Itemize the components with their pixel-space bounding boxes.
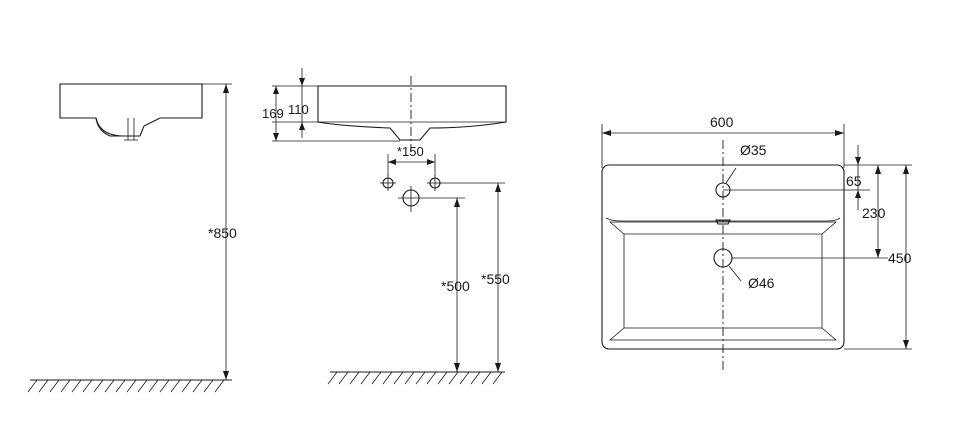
front-basin-outline <box>317 85 507 141</box>
waste-connection <box>398 186 424 212</box>
floor-hatch-line <box>115 379 126 393</box>
floor-hatch-line <box>404 371 415 385</box>
floor-hatch-line <box>170 379 181 393</box>
floor-hatch-line <box>327 371 338 385</box>
floor-hatch-line <box>93 379 104 393</box>
floor-hatch-line <box>393 371 404 385</box>
floor-hatch-line <box>437 371 448 385</box>
tap-hole <box>715 182 870 198</box>
floor-hatch-line <box>214 379 225 393</box>
floor-hatch-line <box>38 379 49 393</box>
side-trap-pipe <box>95 117 140 137</box>
floor-hatch-line <box>71 379 82 393</box>
side-view: *850 <box>27 83 237 393</box>
floor-hatch-line <box>27 379 38 393</box>
floor-hatch-line <box>448 371 459 385</box>
floor-hatch-line <box>415 371 426 385</box>
floor-hatch-line <box>349 371 360 385</box>
floor-hatch-line <box>192 379 203 393</box>
side-height-label: *850 <box>208 225 237 241</box>
floor-hatch-line <box>126 379 137 393</box>
supply-connection-right <box>427 175 443 191</box>
floor-hatch-line <box>492 371 503 385</box>
floor-hatch-line <box>459 371 470 385</box>
floor-hatch-line <box>338 371 349 385</box>
tap-hole-diameter-label: Ø35 <box>740 142 767 158</box>
side-floor <box>27 379 232 393</box>
waste-diameter-label: Ø46 <box>748 275 775 291</box>
plan-depth-label: 450 <box>888 250 912 266</box>
waste-height-label: *500 <box>441 278 470 294</box>
front-overall-height-label: 169 <box>262 106 284 121</box>
front-view: 169 110 *150 <box>262 68 510 385</box>
floor-hatch-line <box>104 379 115 393</box>
floor-hatch-line <box>49 379 60 393</box>
front-rim-height-label: 110 <box>288 102 309 117</box>
floor-hatch-line <box>137 379 148 393</box>
floor-hatch-line <box>426 371 437 385</box>
floor-hatch-line <box>470 371 481 385</box>
tap-spacing-label: *150 <box>397 144 424 159</box>
floor-hatch-line <box>82 379 93 393</box>
floor-hatch-line <box>371 371 382 385</box>
plan-view: Ø35 Ø46 600 65 230 450 <box>601 114 912 370</box>
floor-hatch-line <box>481 371 492 385</box>
front-floor <box>327 371 505 385</box>
floor-hatch-line <box>360 371 371 385</box>
tap-offset-label: 65 <box>846 173 862 189</box>
plan-bowl-inner <box>608 221 838 341</box>
floor-hatch-line <box>148 379 159 393</box>
supply-connection-left <box>380 175 396 191</box>
floor-hatch-line <box>203 379 214 393</box>
side-basin-outline <box>59 83 203 137</box>
floor-hatch-line <box>382 371 393 385</box>
floor-hatch-line <box>181 379 192 393</box>
floor-hatch-line <box>159 379 170 393</box>
waste-hole <box>713 248 888 268</box>
plan-width-label: 600 <box>710 114 734 130</box>
waste-offset-label: 230 <box>862 205 886 221</box>
supply-height-label: *550 <box>481 271 510 287</box>
floor-hatch-line <box>60 379 71 393</box>
